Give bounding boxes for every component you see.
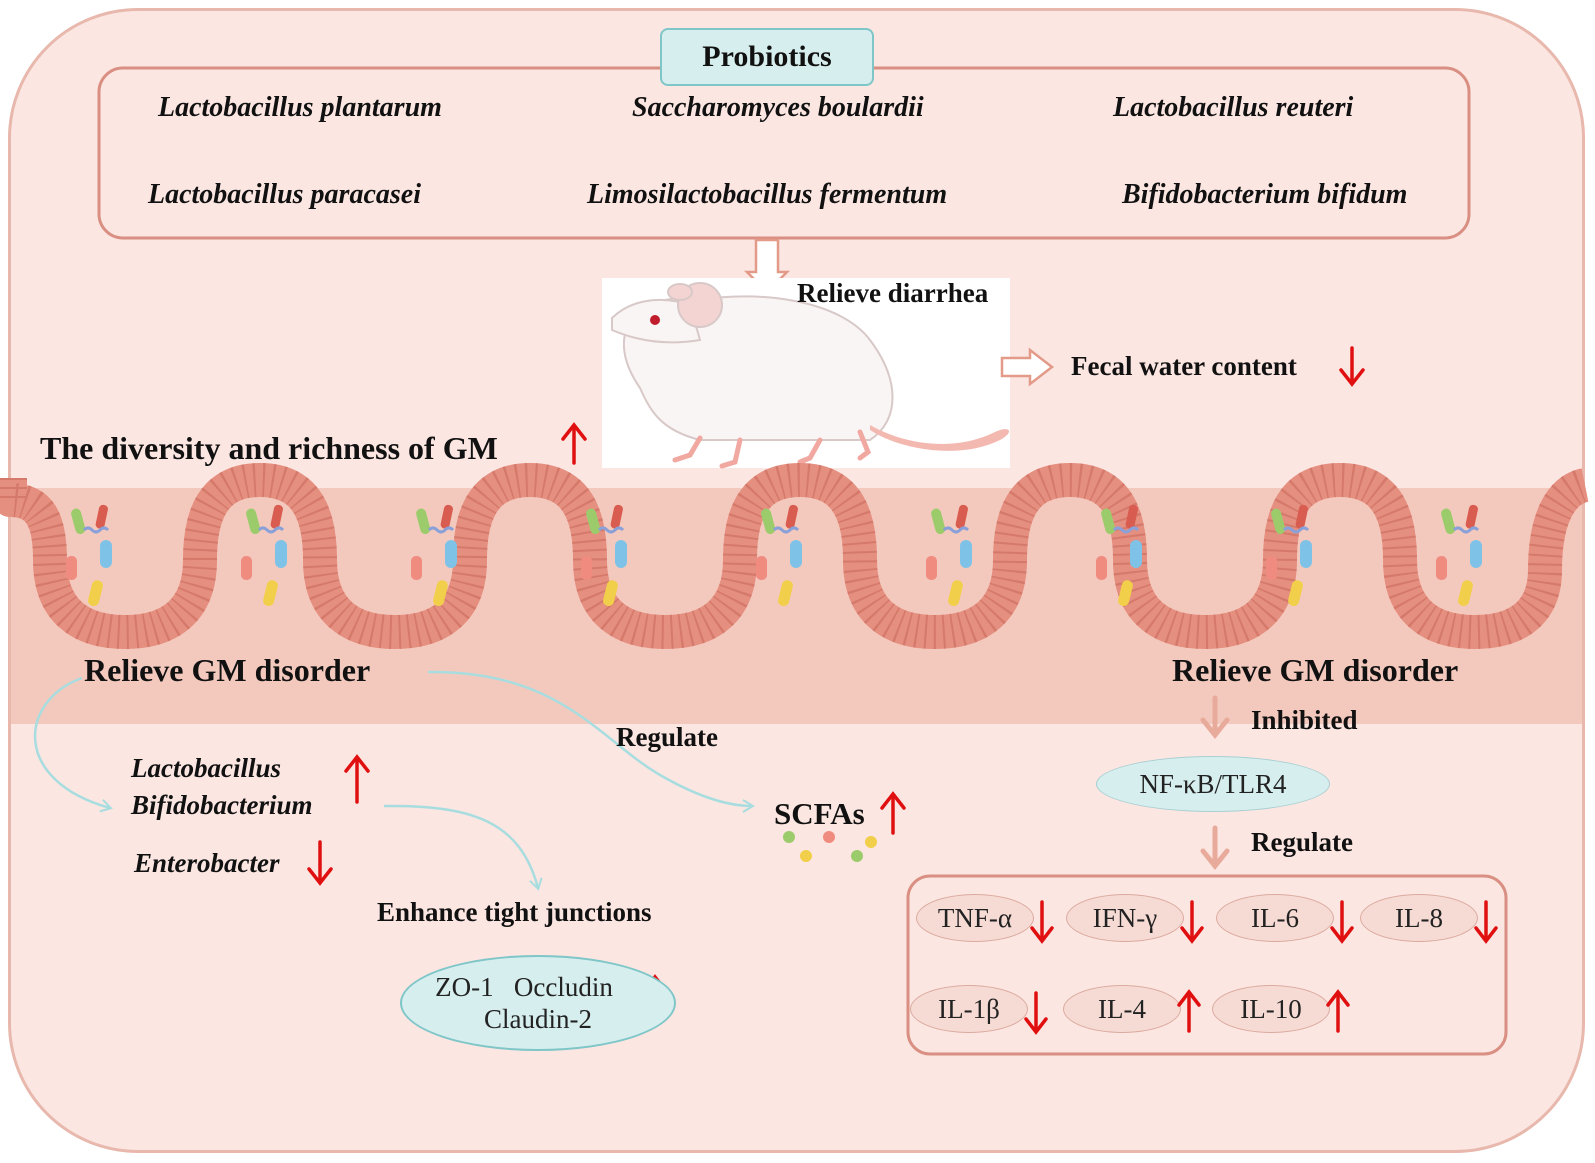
cytokine-up-arrow — [1326, 989, 1350, 1033]
cytokine-label: IL-1β — [938, 993, 1000, 1024]
bacteria-cluster — [1266, 504, 1312, 607]
bacteria-cluster — [411, 504, 457, 607]
inhibited-label: Inhibited — [1251, 705, 1358, 735]
right-hollow-arrow — [1000, 347, 1055, 387]
bacteria-cluster — [66, 504, 112, 607]
bacteria-up-label: Lactobacillus — [131, 753, 281, 783]
bacteria-down-label: Enterobacter — [134, 848, 280, 878]
cytokine-label: IL-8 — [1395, 902, 1443, 933]
tight-junction-proteins-ellipse: ZO-1 Occludin Claudin-2 — [400, 955, 676, 1051]
species-label: Lactobacillus reuteri — [1113, 92, 1354, 123]
cytokine-il-8: IL-8 — [1360, 894, 1478, 942]
cytokine-down-arrow — [1024, 991, 1048, 1035]
species-label: Lactobacillus paracasei — [148, 179, 421, 210]
fecal-down-arrow — [1339, 346, 1365, 387]
pathway-ellipse: NF-κB/TLR4 — [1096, 756, 1330, 812]
flow-arrow-inhibited — [1200, 695, 1230, 740]
cytokine-label: IL-4 — [1098, 993, 1146, 1024]
species-label: Lactobacillus plantarum — [158, 92, 442, 123]
species-label: Limosilactobacillus fermentum — [587, 179, 948, 210]
cytokine-down-arrow — [1180, 900, 1204, 944]
tight-junction-proteins-line2: Claudin-2 — [484, 1004, 592, 1034]
intestine-villi — [0, 463, 1590, 649]
cytokine-label: IFN-γ — [1092, 902, 1158, 933]
bacteria-up-arrow — [344, 754, 370, 804]
scfas-label: SCFAs — [774, 796, 865, 831]
bacteria-cluster — [581, 504, 627, 607]
cytokine-il-10: IL-10 — [1212, 985, 1330, 1033]
cytokine-label: TNF-α — [937, 902, 1013, 933]
enterobacter-down-arrow — [307, 840, 333, 886]
cytokine-up-arrow — [1177, 989, 1201, 1033]
species-label: Bifidobacterium bifidum — [1122, 179, 1408, 210]
gm-up-arrow — [561, 422, 587, 465]
cytokine-il-6: IL-6 — [1216, 894, 1334, 942]
rat-illustration — [602, 278, 1010, 469]
fecal-water-label: Fecal water content — [1071, 351, 1297, 381]
cytokine-label: IL-6 — [1251, 902, 1299, 933]
species-label: Saccharomyces boulardii — [632, 92, 924, 123]
cytokine-box — [906, 874, 1508, 1056]
cytokine-down-arrow — [1330, 900, 1354, 944]
bacteria-cluster — [926, 504, 972, 607]
bacteria-up-label: Bifidobacterium — [131, 790, 313, 820]
scfas-up-arrow — [880, 791, 906, 835]
right-gm-disorder-heading: Relieve GM disorder — [1172, 652, 1459, 688]
cytokine-il-1-: IL-1β — [910, 985, 1028, 1033]
cytokine-ifn-: IFN-γ — [1066, 894, 1184, 942]
left-regulate-label: Regulate — [616, 722, 718, 752]
probiotics-title-tag: Probiotics — [660, 28, 874, 86]
cytokine-down-arrow — [1474, 900, 1498, 944]
probiotics-title: Probiotics — [702, 40, 832, 73]
gm-diversity-label: The diversity and richness of GM — [40, 430, 498, 466]
left-gm-disorder-heading: Relieve GM disorder — [84, 652, 371, 688]
flow-arrow-bacteria — [34, 676, 113, 813]
cytokine-tnf-: TNF-α — [916, 894, 1034, 942]
flow-arrow-tight-junctions — [383, 804, 543, 891]
cytokine-label: IL-10 — [1240, 993, 1302, 1024]
relieve-diarrhea-label: Relieve diarrhea — [797, 278, 989, 308]
flow-arrow-scfas — [427, 670, 755, 813]
flow-arrow-regulate-right — [1200, 825, 1230, 871]
bacteria-cluster — [241, 504, 287, 607]
pathway-label: NF-κB/TLR4 — [1139, 768, 1287, 799]
tight-junctions-label: Enhance tight junctions — [377, 897, 652, 927]
right-regulate-label: Regulate — [1251, 827, 1353, 857]
scfa-dots — [783, 831, 877, 862]
cytokine-il-4: IL-4 — [1063, 985, 1181, 1033]
bacteria-cluster — [1096, 504, 1142, 607]
tight-junction-proteins-line1: ZO-1 Occludin — [435, 972, 613, 1002]
bacteria-cluster — [756, 504, 802, 607]
cytokine-down-arrow — [1030, 900, 1054, 944]
bacteria-cluster — [1436, 504, 1482, 607]
